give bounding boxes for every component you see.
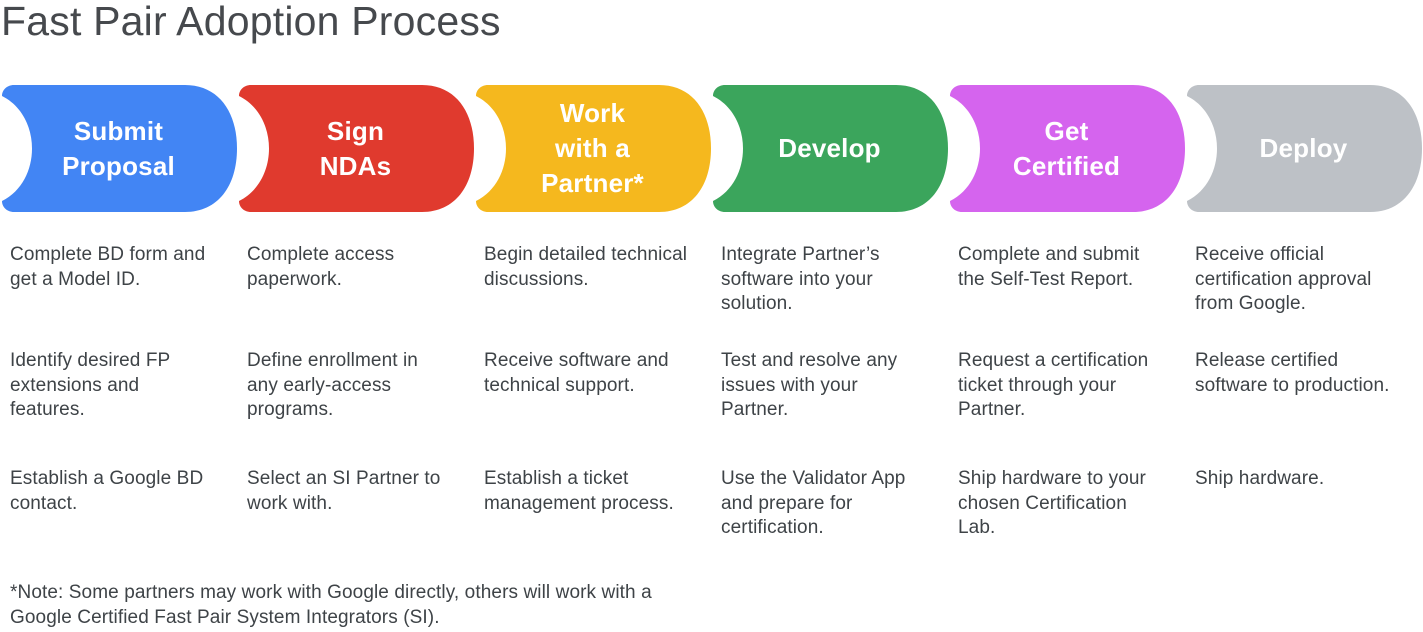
step-text: Begin detailed technical discussions. (484, 244, 688, 290)
stage-label: Submit Proposal (62, 115, 175, 181)
step-text: Release certified software to production… (1195, 350, 1390, 396)
step-text: Establish a ticket management process. (484, 468, 674, 514)
step-text: Integrate Partner’s software into your s… (721, 244, 880, 314)
step-text: Complete access paperwork. (247, 244, 395, 290)
stage-submit-proposal: Submit Proposal (0, 85, 237, 212)
step-text: Request a certification ticket through y… (958, 350, 1149, 420)
stage-shape (1187, 85, 1422, 212)
step-text: Ship hardware to your chosen Certificati… (958, 468, 1146, 538)
stage-shape-path (950, 85, 1185, 212)
stage-shape-path (1187, 85, 1422, 212)
desc-col-work-with-partner: Begin detailed technical discussions. Re… (474, 243, 711, 541)
desc-col-sign-ndas: Complete access paperwork. Define enroll… (237, 243, 474, 541)
stage-shape-path (2, 85, 237, 212)
step-text: Test and resolve any issues with your Pa… (721, 350, 898, 420)
step-text: Complete BD form and get a Model ID. (10, 244, 206, 290)
desc-col-deploy: Receive official certification approval … (1185, 243, 1422, 541)
stage-develop: Develop (711, 85, 948, 212)
stage-descriptions: Complete BD form and get a Model ID. Ide… (0, 243, 1422, 541)
stage-sign-ndas: Sign NDAs (237, 85, 474, 212)
desc-col-submit-proposal: Complete BD form and get a Model ID. Ide… (0, 243, 237, 541)
stage-shape-path (476, 85, 711, 212)
stage-label: Sign NDAs (319, 115, 392, 181)
stage-shape (476, 85, 711, 212)
step-text: Define enrollment in any early-access pr… (247, 350, 418, 420)
step-text: Use the Validator App and prepare for ce… (721, 468, 906, 538)
stage-get-certified: Get Certified (948, 85, 1185, 212)
process-stages: Submit Proposal Sign NDAs Work with a Pa… (0, 85, 1422, 212)
step-text: Complete and submit the Self-Test Report… (958, 244, 1140, 290)
stage-label: Work with a Partner* (541, 98, 644, 198)
step-text: Establish a Google BD contact. (10, 468, 204, 514)
stage-deploy: Deploy (1185, 85, 1422, 212)
stage-shape (713, 85, 948, 212)
step-text: Identify desired FP extensions and featu… (10, 350, 170, 420)
stage-label: Get Certified (1012, 115, 1121, 181)
stage-shape (2, 85, 237, 212)
stage-work-with-partner: Work with a Partner* (474, 85, 711, 212)
step-text: Ship hardware. (1195, 468, 1325, 489)
footnote: *Note: Some partners may work with Googl… (10, 582, 652, 628)
page-title: Fast Pair Adoption Process (1, 0, 501, 44)
step-text: Receive official certification approval … (1195, 244, 1372, 314)
stage-label: Deploy (1259, 133, 1348, 163)
step-text: Select an SI Partner to work with. (247, 468, 441, 514)
stage-shape (239, 85, 474, 212)
stage-shape-path (713, 85, 948, 212)
stage-shape-path (239, 85, 474, 212)
stage-shape (950, 85, 1185, 212)
stage-label: Develop (778, 133, 881, 163)
desc-col-develop: Integrate Partner’s software into your s… (711, 243, 948, 541)
step-text: Receive software and technical support. (484, 350, 669, 396)
desc-col-get-certified: Complete and submit the Self-Test Report… (948, 243, 1185, 541)
